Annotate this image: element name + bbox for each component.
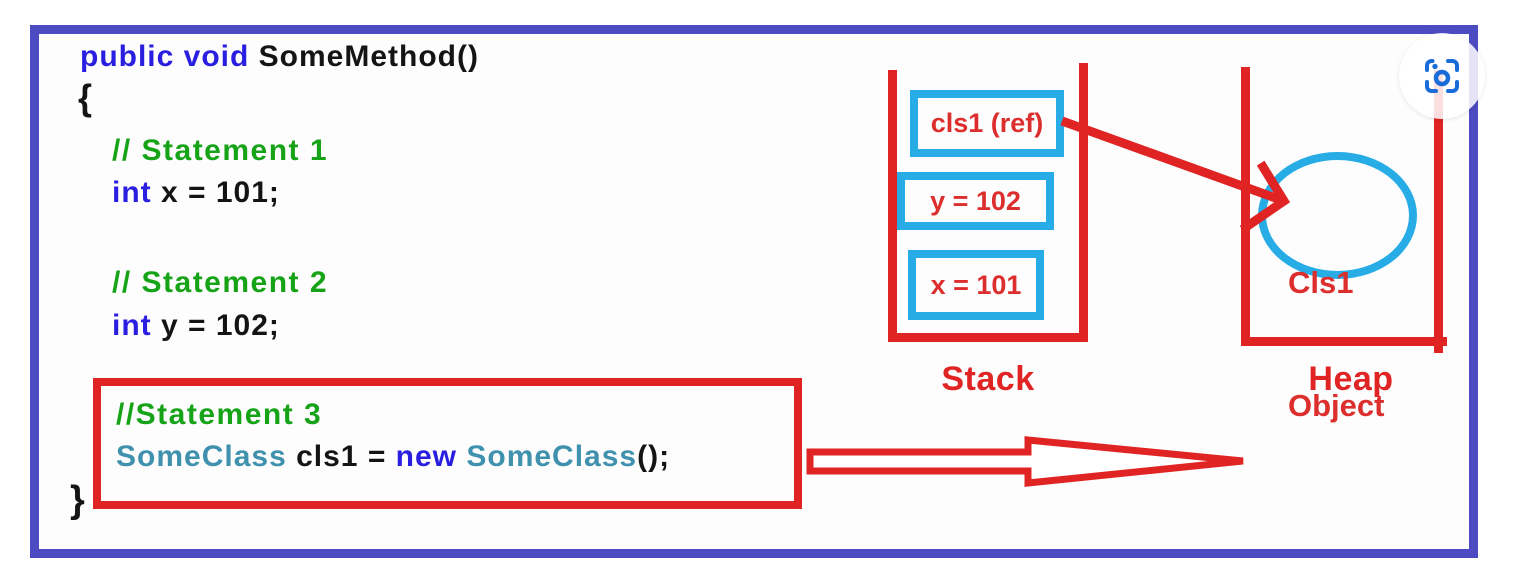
code-token-method-name: SomeMethod() bbox=[258, 40, 479, 73]
code-comment-statement2: // Statement 2 bbox=[112, 266, 329, 299]
heap-object-line1: Cls1 bbox=[1288, 265, 1354, 300]
code-close-brace: } bbox=[70, 479, 86, 521]
heap-wall-bottom bbox=[1241, 337, 1447, 346]
stack-wall-left bbox=[888, 70, 897, 342]
heap-label: Heap bbox=[1308, 360, 1394, 398]
heap-wall-right bbox=[1434, 70, 1443, 353]
stack-label: Stack bbox=[941, 360, 1035, 398]
stack-slot-cls1-ref: cls1 (ref) bbox=[910, 90, 1064, 157]
code-token-keyword: public void bbox=[80, 40, 259, 73]
stack-slot-y: y = 102 bbox=[897, 172, 1054, 230]
stack-wall-right bbox=[1079, 63, 1088, 342]
lens-capture-button[interactable] bbox=[1399, 33, 1485, 119]
code-token-expression: y = 102; bbox=[161, 309, 280, 342]
code-open-brace: { bbox=[78, 77, 94, 118]
code-token-expression: x = 101; bbox=[161, 176, 280, 209]
code-line-statement3: SomeClass cls1 = new SomeClass(); bbox=[116, 440, 670, 474]
code-token-variable: cls1 = bbox=[296, 440, 396, 473]
heap-object-text: Cls1 Object bbox=[1288, 180, 1384, 508]
code-token-class-type: SomeClass bbox=[116, 440, 297, 473]
heap-object-line2: Object bbox=[1288, 388, 1385, 423]
code-line-statement1: int x = 101; bbox=[112, 176, 280, 210]
heap-wall-left bbox=[1241, 67, 1250, 344]
code-token-keyword: int bbox=[112, 176, 161, 209]
code-comment-statement1: // Statement 1 bbox=[112, 134, 329, 167]
code-token-class-type: SomeClass bbox=[466, 440, 638, 473]
statement3-highlight-box bbox=[93, 378, 802, 509]
code-line-statement2: int y = 102; bbox=[112, 309, 280, 343]
stack-slot-x: x = 101 bbox=[908, 250, 1044, 320]
code-token-keyword: int bbox=[112, 309, 161, 342]
code-token-keyword: new bbox=[395, 440, 467, 473]
lens-capture-icon bbox=[1425, 59, 1459, 93]
stack-wall-bottom bbox=[888, 333, 1088, 342]
code-token-call-parens: (); bbox=[637, 440, 671, 473]
code-comment-statement3: //Statement 3 bbox=[116, 398, 323, 431]
code-line-method-signature: public void SomeMethod() bbox=[80, 40, 479, 74]
diagram-frame bbox=[30, 25, 1478, 558]
